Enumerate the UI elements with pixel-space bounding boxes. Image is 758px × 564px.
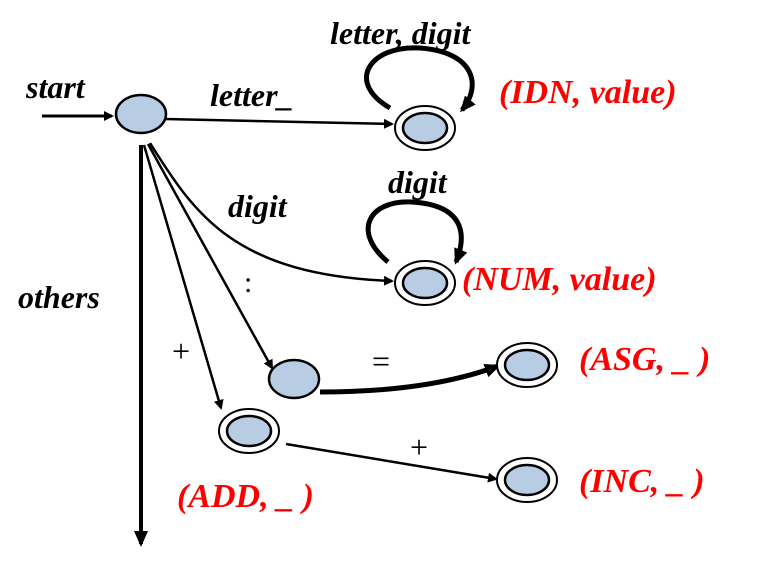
loop-letter-digit	[364, 45, 476, 113]
edge-colon	[146, 143, 274, 370]
loop-digit	[365, 199, 468, 265]
label-digit: digit	[228, 188, 288, 224]
token-inc: (INC, _ )	[579, 463, 705, 500]
state-asg	[496, 342, 558, 388]
label-digit-loop: digit	[388, 164, 448, 200]
state-inc	[496, 457, 558, 503]
state-num	[394, 260, 456, 306]
label-letter-digit-loop: letter, digit	[330, 15, 472, 51]
label-colon: :	[244, 266, 252, 299]
token-num: (NUM, value)	[462, 261, 657, 298]
label-start: start	[25, 69, 86, 105]
label-others: others	[18, 279, 100, 315]
state-add	[218, 408, 280, 454]
edge-equals	[319, 363, 501, 395]
label-plus-to-inc: +	[410, 429, 428, 465]
state-idn	[394, 105, 456, 151]
token-add: (ADD, _ )	[177, 478, 314, 515]
label-equals: =	[372, 343, 390, 379]
edge-plus-inc	[285, 442, 498, 483]
edge-letter	[164, 117, 394, 129]
token-asg: (ASG, _ )	[579, 341, 710, 378]
state-start	[114, 93, 168, 135]
state-colon	[267, 358, 321, 400]
edge-plus	[142, 144, 224, 410]
label-letter-underscore: letter_	[210, 77, 294, 113]
label-plus-from-start: +	[172, 333, 190, 369]
edge-digit	[148, 142, 394, 286]
token-idn: (IDN, value)	[499, 74, 677, 111]
